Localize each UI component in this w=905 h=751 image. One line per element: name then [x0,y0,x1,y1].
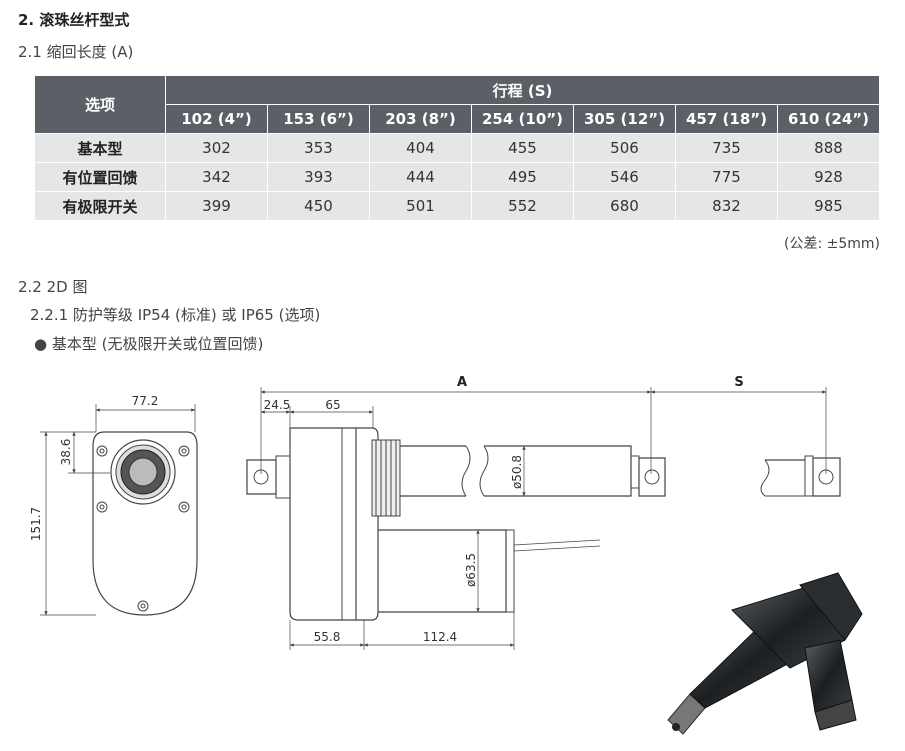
section-subtitle: 2.1 缩回长度 (A) [18,43,134,61]
stroke-header: 行程 (S) [165,75,880,105]
retracted-length-table: 选项 行程 (S) 102 (4”) 153 (6”) 203 (8”) 254… [34,75,880,221]
table-row: 有极限开关 399 450 501 552 680 832 985 [34,191,880,221]
row-label: 有位置回馈 [34,162,166,192]
dim-112-4-label: 112.4 [423,630,457,644]
stroke-column-header: 153 (6”) [267,104,370,134]
table-cell: 680 [573,191,676,221]
section-title: 2. 滚珠丝杆型式 [18,11,130,29]
table-cell: 404 [369,133,472,163]
stroke-column-header: 102 (4”) [165,104,268,134]
table-cell: 832 [675,191,778,221]
table-cell: 552 [471,191,574,221]
rod-diameter-label: ø50.8 [510,455,524,489]
actuator-product-image [667,572,863,735]
stroke-column-header: 203 (8”) [369,104,472,134]
tolerance-note: (公差: ±5mm) [783,236,880,252]
front-view [40,404,198,616]
table-cell: 775 [675,162,778,192]
dim-height-label: 151.7 [29,507,43,541]
stroke-column-header: 305 (12”) [573,104,676,134]
drawing-heading: 2.2 2D 图 [18,278,88,296]
row-label: 有极限开关 [34,191,166,221]
protection-heading: 2.2.1 防护等级 IP54 (标准) 或 IP65 (选项) [30,306,321,324]
table-cell: 302 [165,133,268,163]
table-row: 有位置回馈 342 393 444 495 546 775 928 [34,162,880,192]
stroke-column-header: 254 (10”) [471,104,574,134]
table-cell: 501 [369,191,472,221]
dim-s-label: S [734,375,743,390]
motor-diameter-label: ø63.5 [464,553,478,587]
table-cell: 455 [471,133,574,163]
bullet-dot-icon: ● [34,335,48,353]
dim-width-label: 77.2 [132,394,159,408]
dim-65-label: 65 [325,398,340,412]
dim-55-8-label: 55.8 [314,630,341,644]
table-cell: 928 [777,162,880,192]
dim-offset-label: 38.6 [59,439,73,466]
row-label: 基本型 [34,133,166,163]
bullet-text: 基本型 (无极限开关或位置回馈) [51,335,264,353]
table-cell: 495 [471,162,574,192]
stroke-column-header: 610 (24”) [777,104,880,134]
table-cell: 444 [369,162,472,192]
table-cell: 985 [777,191,880,221]
side-view [246,387,841,650]
bullet-item: ● 基本型 (无极限开关或位置回馈) [34,333,263,354]
table-cell: 399 [165,191,268,221]
table-cell: 506 [573,133,676,163]
table-row: 基本型 302 353 404 455 506 735 888 [34,133,880,163]
dim-a-label: A [457,375,467,390]
table-cell: 353 [267,133,370,163]
option-header: 选项 [34,75,166,134]
table-cell: 450 [267,191,370,221]
table-cell: 888 [777,133,880,163]
dim-24-5-label: 24.5 [264,398,291,412]
